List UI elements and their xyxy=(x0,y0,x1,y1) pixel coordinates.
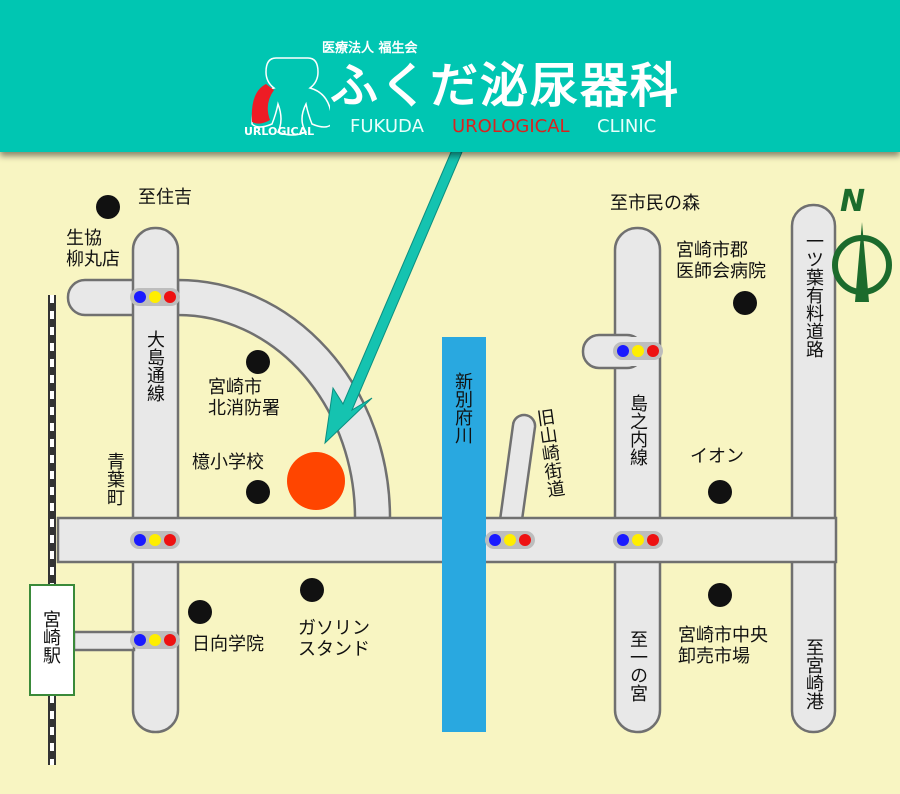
label-medical-hospital: 宮崎市郡 医師会病院 xyxy=(676,240,766,282)
signal-lamp xyxy=(632,345,644,357)
pointer-arrow xyxy=(324,149,463,445)
signal-lamp xyxy=(489,534,501,546)
signal-lamp xyxy=(134,534,146,546)
clinic-name-en-2: UROLOGICAL xyxy=(452,116,570,137)
clinic-header: URLOGICAL 医療法人 福生会 ふくだ泌尿器科 FUKUDA UROLOG… xyxy=(0,0,900,152)
gas-station-marker xyxy=(300,578,324,602)
signal-lamp xyxy=(164,534,176,546)
label-market: 宮崎市中央 卸売市場 xyxy=(678,625,768,667)
north-label: N xyxy=(840,184,866,219)
signal-lamp xyxy=(647,345,659,357)
signal-lamp xyxy=(519,534,531,546)
signal-lamp xyxy=(647,534,659,546)
label-to-port: 至宮崎港 xyxy=(803,638,824,710)
school-marker xyxy=(246,480,270,504)
clinic-location-marker xyxy=(287,452,345,510)
label-aeon: イオン xyxy=(690,446,744,467)
signal-lamp xyxy=(164,634,176,646)
label-to-shimin: 至市民の森 xyxy=(610,193,700,214)
label-school: 檍小学校 xyxy=(192,452,264,473)
hospital-marker xyxy=(733,291,757,315)
compass-icon xyxy=(832,222,892,302)
road-old-yamasaki xyxy=(498,413,537,522)
label-shimanouchi: 島之内線 xyxy=(627,394,648,466)
clinic-name: ふくだ泌尿器科 xyxy=(330,58,681,114)
label-to-ichinomiya: 至一の宮 xyxy=(627,630,648,702)
fire-station-marker xyxy=(246,350,270,374)
label-coop: 生協 柳丸店 xyxy=(66,228,120,270)
clinic-name-en-3: CLINIC xyxy=(597,116,657,137)
signal-lamp xyxy=(617,345,629,357)
label-fire-station: 宮崎市 北消防署 xyxy=(208,377,280,419)
org-name: 医療法人 福生会 xyxy=(322,41,418,56)
signal-lamp xyxy=(149,534,161,546)
river xyxy=(442,337,486,732)
road-hitotsuba xyxy=(790,203,837,734)
label-gas-station: ガソリン スタンド xyxy=(298,618,370,660)
clinic-logo xyxy=(251,57,330,136)
hyuga-marker xyxy=(188,600,212,624)
logo-text: URLOGICAL xyxy=(244,125,315,138)
clinic-name-en-1: FUKUDA xyxy=(350,116,424,137)
road-oshima xyxy=(131,226,180,734)
label-hyuga: 日向学院 xyxy=(192,634,264,655)
signal-lamp xyxy=(617,534,629,546)
aeon-marker xyxy=(708,480,732,504)
signal-lamp xyxy=(164,291,176,303)
signal-lamp xyxy=(632,534,644,546)
label-to-sumiyoshi: 至住吉 xyxy=(138,187,192,208)
label-station: 宮崎駅 xyxy=(40,610,61,664)
signal-lamp xyxy=(149,291,161,303)
label-river: 新別府川 xyxy=(452,372,473,444)
label-aobacho: 青葉町 xyxy=(104,452,125,506)
signal-lamp xyxy=(149,634,161,646)
signal-lamp xyxy=(504,534,516,546)
coop-marker xyxy=(96,195,120,219)
signal-lamp xyxy=(134,291,146,303)
label-hitotsuba: 一ツ葉有料道路 xyxy=(803,232,824,358)
label-oshima-road: 大島通線 xyxy=(144,330,165,402)
road-station-branch xyxy=(72,630,136,652)
station-box xyxy=(29,584,75,696)
market-marker xyxy=(708,583,732,607)
signal-lamp xyxy=(134,634,146,646)
